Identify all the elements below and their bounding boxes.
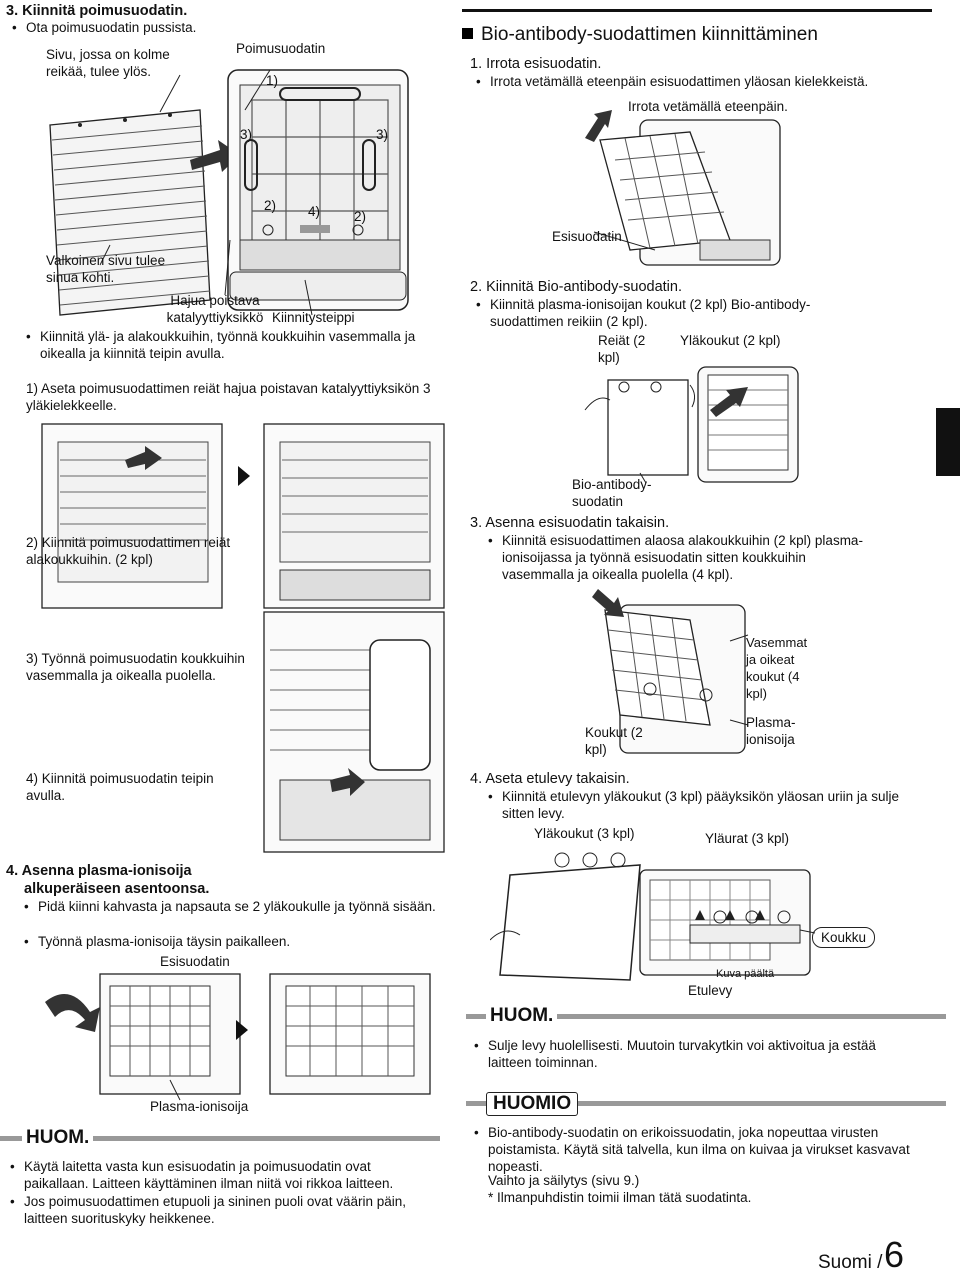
note-title-right-2: HUOMIO [486, 1092, 579, 1116]
callout-top-view: Kuva päältä [716, 968, 775, 980]
r-step1-bullet: Irrota vetämällä eteenpäin esisuodattime… [476, 73, 950, 90]
callout-esisuodatin-right: Esisuodatin [552, 229, 622, 244]
attach-bio-filter-figure [584, 366, 799, 484]
purifier-unit-illustration [227, 69, 409, 311]
callout-etulevy: Etulevy [688, 983, 733, 998]
callout-holes: Reiät (2 kpl) [598, 333, 646, 365]
step4-title-line2: alkuperäiseen asentoonsa. [24, 881, 210, 897]
r-step1-title: 1. Irrota esisuodatin. [470, 56, 602, 72]
label-3-left: 3) [240, 127, 253, 142]
substep-figures-top [41, 423, 445, 609]
footer-lang: Suomi / [818, 1252, 883, 1273]
side-tab-marker [936, 408, 960, 476]
next-step-arrow [238, 466, 250, 486]
step4-bullet2: Työnnä plasma-ionisoija täysin paikallee… [24, 933, 438, 950]
pleated-filter-illustration [49, 109, 211, 316]
callout-top-hooks-2: Yläkoukut (2 kpl) [680, 333, 781, 348]
callout-koukku: Koukku [812, 927, 876, 948]
label-2-right: 2) [354, 209, 367, 224]
substep-2: 2) Kiinnitä poimusuodattimen reiät alako… [26, 535, 231, 567]
label-4: 4) [308, 204, 321, 219]
pull-arrow-icon [585, 110, 612, 142]
note-title-right-1: HUOM. [486, 1005, 558, 1027]
callout-hooks-2: Koukut (2 kpl) [585, 725, 643, 757]
unit-with-prefilter-left [45, 973, 241, 1095]
front-panel-figure [490, 852, 816, 981]
callout-three-holes: Sivu, jossa on kolme reikää, tulee ylös. [46, 47, 170, 79]
callout-white-side: Valkoinen sivu tulee sinua kohti. [46, 253, 166, 285]
section-title-text: Bio-antibody-suodattimen kiinnittäminen [481, 24, 818, 45]
step4-bullet1: Pidä kiinni kahvasta ja napsauta se 2 yl… [24, 898, 438, 915]
next-step-arrow-2 [236, 1020, 248, 1040]
unit-frame-left [41, 423, 223, 609]
label-1: 1) [266, 73, 279, 88]
r-note2-line2: Vaihto ja säilytys (sivu 9.) [488, 1173, 640, 1188]
r-step2-bullet: Kiinnitä plasma-ionisoijan koukut (2 kpl… [476, 296, 870, 330]
top-rule [462, 9, 932, 12]
r-step3-title: 3. Asenna esisuodatin takaisin. [470, 515, 670, 531]
r-step4-title: 4. Aseta etulevy takaisin. [470, 771, 630, 787]
r-note1-bullet: Sulje levy huolellisesti. Muutoin turvak… [474, 1037, 908, 1071]
substep-4: 4) Kiinnitä poimusuodatin teipin avulla. [26, 771, 214, 803]
step3-bullet: Ota poimusuodatin pussista. [12, 19, 326, 36]
r-step4-bullet: Kiinnitä etulevyn yläkoukut (3 kpl) pääy… [488, 788, 902, 822]
square-bullet-icon [462, 28, 473, 39]
unit-with-prefilter-right [269, 973, 431, 1095]
push-arrow-icon [592, 589, 624, 617]
step3-bullet2: Kiinnitä ylä- ja alakoukkuihin, työnnä k… [26, 328, 450, 362]
callout-top-hooks-3: Yläkoukut (3 kpl) [534, 826, 635, 841]
step4-title-line1: 4. Asenna plasma-ionisoija [6, 863, 192, 879]
r-step3-bullet: Kiinnitä esisuodattimen alaosa alakoukku… [488, 532, 872, 583]
note-rule-left [0, 1136, 440, 1141]
callout-top-grooves: Yläurat (3 kpl) [705, 831, 790, 846]
label-2-left: 2) [264, 198, 277, 213]
r-step2-title: 2. Kiinnitä Bio-antibody-suodatin. [470, 279, 682, 295]
footer-page-number: 6 [884, 1234, 905, 1275]
substep-1: 1) Aseta poimusuodattimen reiät hajua po… [26, 381, 431, 413]
note-bullet-1: Käytä laitetta vasta kun esisuodatin ja … [10, 1158, 424, 1192]
note-rule-right-2 [466, 1101, 946, 1106]
note-title-left: HUOM. [22, 1127, 94, 1149]
plasma-ionizer-figure [45, 973, 431, 1101]
r-note2-bullet: Bio-antibody-suodatin on erikoissuodatin… [474, 1124, 918, 1175]
step3-title: 3. Kiinnitä poimusuodatin. [6, 3, 188, 19]
remove-prefilter-figure [585, 110, 781, 266]
unit-frame-right [263, 423, 445, 609]
callout-pull-forward: Irrota vetämällä eteenpäin. [628, 99, 788, 114]
label-3-right: 3) [376, 127, 389, 142]
substep-figures-bottom [263, 611, 445, 853]
front-panel-illustration [490, 852, 641, 981]
callout-plasma-left: Plasma-ionisoija [150, 1099, 249, 1114]
callout-catalyst: Hajua poistava katalyyttiyksikkö [166, 293, 264, 325]
callout-lr-hooks: Vasemmat ja oikeat koukut (4 kpl) [746, 635, 808, 701]
callout-esisuodatin-left: Esisuodatin [160, 954, 230, 969]
note-rule-right-1 [466, 1014, 946, 1019]
callout-tape: Kiinnitysteippi [272, 310, 355, 325]
callout-bio-filter: Bio-antibody-suodatin [572, 477, 652, 509]
section-title: Bio-antibody-suodattimen kiinnittäminen [462, 24, 818, 46]
substep-3: 3) Työnnä poimusuodatin koukkuihin vasem… [26, 651, 245, 683]
pleated-filter-figure [49, 69, 409, 316]
callout-plasma-right: Plasma-ionisoija [746, 715, 796, 747]
callout-poimusuodatin: Poimusuodatin [236, 41, 326, 56]
r-note2-star: * Ilmanpuhdistin toimii ilman tätä suoda… [488, 1190, 752, 1205]
unit-top-illustration [639, 869, 811, 976]
note-bullet-2: Jos poimusuodattimen etupuoli ja sininen… [10, 1193, 424, 1227]
reinstall-prefilter-figure [592, 589, 749, 754]
